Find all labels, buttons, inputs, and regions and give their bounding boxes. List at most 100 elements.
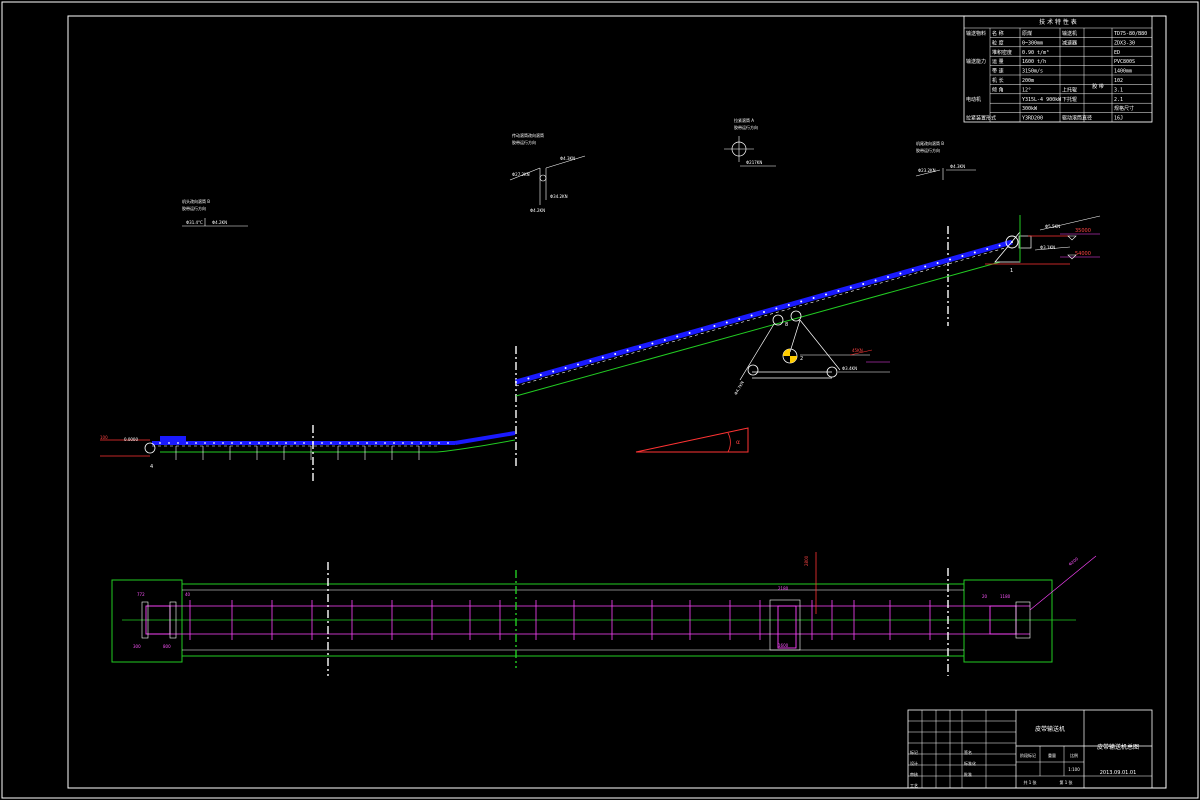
plan-dim-mid-b: 1600 bbox=[778, 643, 789, 648]
detail-note-b: 传动滚筒改向滚筒 胶带运行方向 Φ27.2KN Φ4.3KN Φ34.2KN Φ… bbox=[509, 132, 586, 213]
idler bbox=[294, 442, 296, 444]
idler bbox=[213, 442, 215, 444]
idler bbox=[204, 442, 206, 444]
note-d-dim-2: Φ4.3KN bbox=[950, 164, 965, 169]
bend-pulley-8a bbox=[772, 314, 784, 326]
idler bbox=[589, 360, 592, 362]
idler bbox=[321, 442, 323, 444]
idler bbox=[601, 356, 604, 359]
spec-cell-0-0: 输送物料 bbox=[966, 30, 986, 37]
title-drawing: 皮带输送机总图 bbox=[1097, 743, 1139, 751]
note-b-sub: 胶带运行方向 bbox=[512, 139, 536, 145]
idler bbox=[949, 258, 951, 261]
idler bbox=[800, 300, 803, 303]
idler bbox=[276, 442, 278, 444]
idler bbox=[849, 286, 852, 289]
tail-pulley bbox=[144, 442, 156, 454]
idler bbox=[713, 325, 716, 327]
spec-cell-1-4: ZDX3-30 bbox=[1114, 40, 1135, 46]
idler bbox=[738, 318, 741, 320]
head-elev-1: 35000 bbox=[1075, 228, 1091, 234]
note-c-dim-1: Φ217KN bbox=[746, 160, 762, 165]
incline-idlers bbox=[515, 241, 1013, 383]
tail-drive-block bbox=[160, 436, 186, 441]
tension-dim-3: Φ4.7KN bbox=[733, 380, 745, 396]
spec-cell-5-1: 机 长 bbox=[992, 77, 1004, 84]
spec-cell-1-2: 0~300mm bbox=[1022, 40, 1043, 46]
spec-cell-2-4: ED bbox=[1114, 50, 1120, 56]
tail-elevation: 100 bbox=[100, 435, 108, 440]
idler bbox=[775, 307, 778, 310]
head-dim-1: Φ5.5KN bbox=[1045, 224, 1060, 229]
angle-triangle bbox=[635, 427, 749, 453]
idler bbox=[168, 442, 170, 444]
idler bbox=[986, 248, 989, 250]
spec-cell-4-2: 3150m/s bbox=[1022, 69, 1043, 75]
idler bbox=[357, 442, 359, 444]
plan-dim-head-b: 1180 bbox=[1000, 594, 1011, 599]
belt-transition bbox=[454, 431, 516, 445]
idler bbox=[438, 442, 440, 444]
title-mid-label-1: 标准化 bbox=[964, 760, 976, 766]
spec-cell-7-3: 下托辊 bbox=[1062, 96, 1077, 103]
idler bbox=[936, 262, 939, 264]
spec-cell-3-0: 输送能力 bbox=[966, 58, 986, 65]
title-block: 皮带输送机 皮带输送机总图 阶段标记 重量 比例 1:100 共 1 张 第 1… bbox=[907, 709, 1153, 789]
idler bbox=[186, 442, 188, 444]
title-stage-label: 阶段标记 bbox=[1020, 752, 1036, 758]
idler bbox=[688, 332, 691, 334]
horizontal-supports bbox=[159, 442, 449, 460]
note-a-dim-2: Φ4.2KN bbox=[212, 220, 227, 225]
idler bbox=[447, 442, 449, 444]
idler bbox=[787, 304, 790, 306]
spec-cell-7-4: 2.1 bbox=[1114, 97, 1123, 103]
title-sheet-total: 共 1 张 bbox=[1023, 779, 1036, 785]
title-scale-value: 1:100 bbox=[1068, 767, 1080, 772]
idler bbox=[393, 442, 395, 444]
head-dim-2: Φ3.1KN bbox=[1040, 245, 1055, 250]
note-b-dim-4: Φ4.2KN bbox=[530, 208, 545, 213]
idler bbox=[961, 255, 964, 257]
title-scale-label: 比例 bbox=[1070, 752, 1078, 758]
idler bbox=[676, 335, 679, 338]
idler bbox=[267, 442, 269, 444]
plan-dim-tail-a: 772 bbox=[137, 592, 145, 597]
idler bbox=[552, 370, 555, 373]
plan-dim-tail-d: 800 bbox=[163, 644, 171, 649]
note-b-title: 传动滚筒改向滚筒 bbox=[512, 132, 544, 138]
idler bbox=[626, 349, 629, 352]
idler bbox=[411, 442, 413, 444]
title-left-label-3: 工艺 bbox=[910, 783, 918, 788]
idler bbox=[539, 374, 542, 376]
title-sheet-no: 第 1 张 bbox=[1059, 779, 1072, 785]
idler bbox=[348, 442, 350, 444]
idler bbox=[330, 442, 332, 444]
spec-table-title: 技 术 特 性 表 bbox=[1039, 18, 1077, 26]
spec-cell-0-4: TD75-80/B80 bbox=[1114, 31, 1147, 37]
idler bbox=[837, 290, 840, 292]
note-d-sub: 胶带运行方向 bbox=[916, 147, 940, 153]
note-c-title: 拉紧滚筒 A bbox=[734, 117, 754, 123]
spec-cell-6-4: 3.1 bbox=[1114, 87, 1123, 93]
spec-cell-3-4: PVC800S bbox=[1114, 59, 1135, 65]
spec-cell-1-1: 粒 度 bbox=[992, 39, 1004, 46]
plan-dim-tail-c: 300 bbox=[133, 644, 141, 649]
note-a-sub: 胶带运行方向 bbox=[182, 205, 206, 211]
title-left-label-1: 设计 bbox=[910, 760, 918, 766]
title-left-label-0: 标记 bbox=[910, 749, 918, 755]
elevation-view: 0.0000 100 4 Φ5.5KN Φ3.1KN 35000 54000 1 bbox=[100, 215, 1101, 482]
idler bbox=[195, 442, 197, 444]
plan-dim-head-a: 20 bbox=[982, 594, 988, 599]
idler bbox=[339, 442, 341, 444]
idler bbox=[231, 442, 233, 444]
idler bbox=[402, 442, 404, 444]
plan-supports bbox=[189, 600, 931, 640]
plan-view: 772 40 300 800 20 1180 Φ200 2180 1600 28… bbox=[111, 552, 1097, 676]
spec-cell-5-4: 102 bbox=[1114, 78, 1123, 84]
idler bbox=[384, 442, 386, 444]
idler bbox=[249, 442, 251, 444]
detail-note-c: 拉紧滚筒 A 胶带运行方向 Φ217KN bbox=[724, 117, 776, 167]
spec-cell-8-4: 规格尺寸 bbox=[1114, 105, 1134, 112]
